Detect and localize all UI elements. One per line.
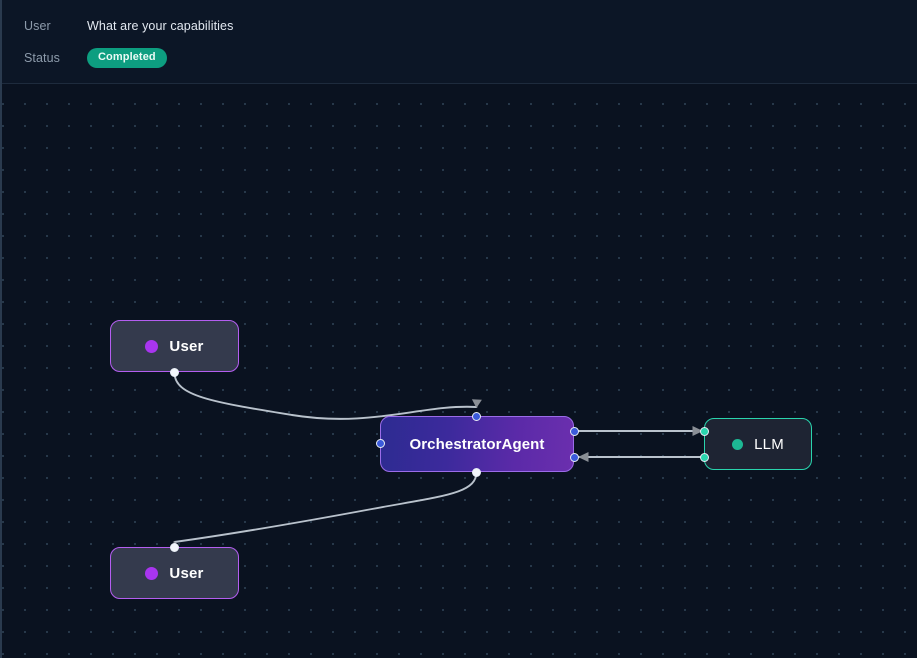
handle-user-bottom-target[interactable] xyxy=(170,543,179,552)
handle-user-top-source[interactable] xyxy=(170,368,179,377)
node-content: OrchestratorAgent xyxy=(409,436,544,453)
node-content: LLM xyxy=(732,436,784,453)
node-label: User xyxy=(169,337,204,355)
user-label: User xyxy=(24,19,51,33)
edge-orchestrator-to-user-bottom xyxy=(170,471,478,551)
node-label: User xyxy=(169,564,204,582)
node-orchestrator-agent[interactable]: OrchestratorAgent xyxy=(380,416,574,472)
handle-orchestrator-right-in[interactable] xyxy=(570,453,579,462)
node-label: LLM xyxy=(754,435,784,453)
handle-orchestrator-right-out[interactable] xyxy=(570,427,579,436)
user-status-dot xyxy=(145,566,159,580)
summary-row-status: Status Completed xyxy=(24,46,917,70)
llm-status-dot xyxy=(732,438,744,450)
run-summary-header: User What are your capabilities Status C… xyxy=(2,0,917,84)
node-label: OrchestratorAgent xyxy=(409,435,545,453)
summary-row-user: User What are your capabilities xyxy=(24,14,917,38)
node-content: User xyxy=(145,565,203,582)
node-content: User xyxy=(145,338,203,355)
status-badge: Completed xyxy=(87,48,167,68)
handle-llm-left-out[interactable] xyxy=(700,453,709,462)
node-llm[interactable]: LLM xyxy=(704,418,812,470)
node-user-top[interactable]: User xyxy=(110,320,239,372)
edge-user-top-to-orchestrator xyxy=(173,371,482,420)
node-user-bottom[interactable]: User xyxy=(110,547,239,599)
handle-orchestrator-bottom[interactable] xyxy=(472,468,481,477)
handle-orchestrator-top[interactable] xyxy=(472,412,481,421)
user-status-dot xyxy=(145,339,159,353)
handle-llm-left-in[interactable] xyxy=(700,427,709,436)
flow-canvas[interactable]: User OrchestratorAgent LLM U xyxy=(2,84,917,658)
status-label: Status xyxy=(24,51,61,65)
handle-orchestrator-left[interactable] xyxy=(376,439,385,448)
user-query-value: What are your capabilities xyxy=(87,19,234,33)
